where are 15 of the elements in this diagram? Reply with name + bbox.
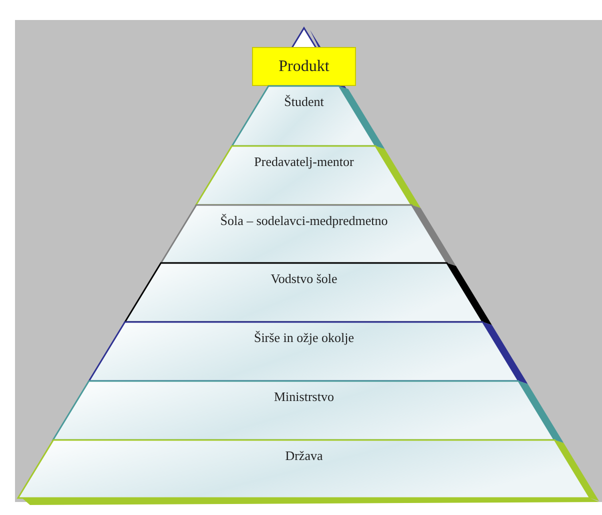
pyramid-layer	[89, 322, 519, 381]
layer-label: Širše in ožje okolje	[254, 330, 354, 345]
layer-label: Predavatelj-mentor	[254, 154, 354, 169]
box-label: Produkt	[278, 58, 330, 76]
layer-label: Država	[285, 448, 323, 463]
layer-label: Šola – sodelavci-medpredmetno	[220, 213, 388, 228]
title-box	[252, 47, 356, 86]
layer-label: Ministrstvo	[274, 389, 334, 404]
pyramid-layer	[196, 146, 412, 205]
pyramid-layer	[125, 263, 483, 322]
pyramid-layer	[53, 381, 555, 440]
layer-label: Vodstvo šole	[270, 271, 338, 286]
layer-label: Študent	[284, 94, 324, 109]
pyramid-layer	[18, 440, 590, 498]
pyramid-layer	[232, 86, 376, 146]
